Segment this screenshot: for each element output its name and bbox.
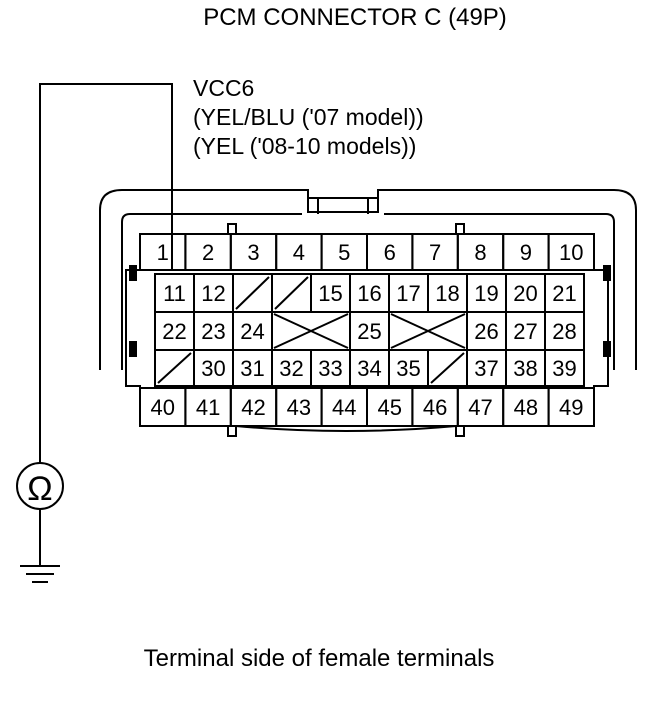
wire-signal-name: VCC6 — [193, 75, 255, 101]
terminal-number: 24 — [240, 319, 264, 344]
empty-cavity-cross — [390, 313, 466, 349]
terminal-number: 21 — [552, 281, 576, 306]
terminal-number: 6 — [384, 240, 396, 265]
empty-cavity-slash — [274, 276, 309, 310]
diagram-caption: Terminal side of female terminals — [143, 645, 495, 672]
wire-color-2008-10: (YEL ('08-10 models)) — [193, 133, 417, 159]
terminal-number: 23 — [201, 319, 225, 344]
terminal-number: 41 — [196, 395, 220, 420]
terminal-number: 10 — [559, 240, 583, 265]
terminal-number: 19 — [474, 281, 498, 306]
terminal-number: 8 — [474, 240, 486, 265]
empty-cavity-cross — [273, 313, 349, 349]
terminal-number: 11 — [163, 281, 186, 306]
terminal-number: 27 — [513, 319, 537, 344]
terminal-number: 30 — [201, 356, 225, 381]
wire-color-2007: (YEL/BLU ('07 model)) — [193, 104, 424, 130]
terminal-number: 5 — [338, 240, 350, 265]
terminal-number: 26 — [474, 319, 498, 344]
terminal-number: 4 — [293, 240, 305, 265]
terminal-number: 42 — [241, 395, 265, 420]
terminal-number: 28 — [552, 319, 576, 344]
terminal-number: 31 — [240, 356, 264, 381]
top-key-left — [227, 223, 237, 235]
terminal-number: 20 — [513, 281, 537, 306]
test-lead-wire — [39, 83, 173, 464]
connector-housing-outer — [99, 189, 637, 370]
terminal-number: 48 — [514, 395, 538, 420]
terminal-number: 44 — [332, 395, 356, 420]
terminal-number: 22 — [162, 319, 186, 344]
connector-latch — [307, 197, 379, 214]
empty-cavity-slash — [430, 352, 465, 384]
terminal-cell — [547, 387, 595, 427]
housing-tab-left-lower — [129, 341, 137, 357]
terminal-number: 38 — [513, 356, 537, 381]
terminal-cell — [544, 349, 585, 387]
terminal-number: 33 — [318, 356, 342, 381]
terminal-number: 49 — [559, 395, 583, 420]
terminal-number: 15 — [318, 281, 342, 306]
empty-cavity-slash — [235, 276, 270, 310]
top-key-right — [455, 223, 465, 235]
terminal-number: 25 — [357, 319, 381, 344]
terminal-number: 37 — [474, 356, 498, 381]
terminal-number: 17 — [396, 281, 420, 306]
terminal-number: 12 — [201, 281, 225, 306]
empty-cavity-slash — [157, 352, 192, 384]
terminal-number: 7 — [429, 240, 441, 265]
terminal-number: 46 — [423, 395, 447, 420]
wire-label: VCC6 (YEL/BLU ('07 model)) (YEL ('08-10 … — [193, 74, 424, 161]
terminal-number: 40 — [150, 395, 174, 420]
terminal-number: 32 — [279, 356, 303, 381]
housing-tab-left-upper — [129, 265, 137, 281]
terminal-number: 16 — [357, 281, 381, 306]
terminal-number: 45 — [377, 395, 401, 420]
terminal-number: 39 — [552, 356, 576, 381]
bottom-key — [227, 425, 465, 437]
terminal-number: 9 — [520, 240, 532, 265]
terminal-number: 34 — [357, 356, 381, 381]
ohmmeter-symbol: Ω — [27, 470, 52, 508]
connector-housing-inner — [121, 213, 615, 370]
terminal-number: 47 — [468, 395, 492, 420]
terminal-number: 35 — [396, 356, 420, 381]
terminal-cell — [547, 233, 595, 271]
terminal-number: 3 — [247, 240, 259, 265]
terminal-number: 43 — [287, 395, 311, 420]
diagram-title: PCM CONNECTOR C (49P) — [203, 4, 507, 31]
terminal-number: 2 — [202, 240, 214, 265]
terminal-number: 1 — [157, 240, 169, 265]
terminal-number: 18 — [435, 281, 459, 306]
ground-icon — [20, 565, 60, 583]
